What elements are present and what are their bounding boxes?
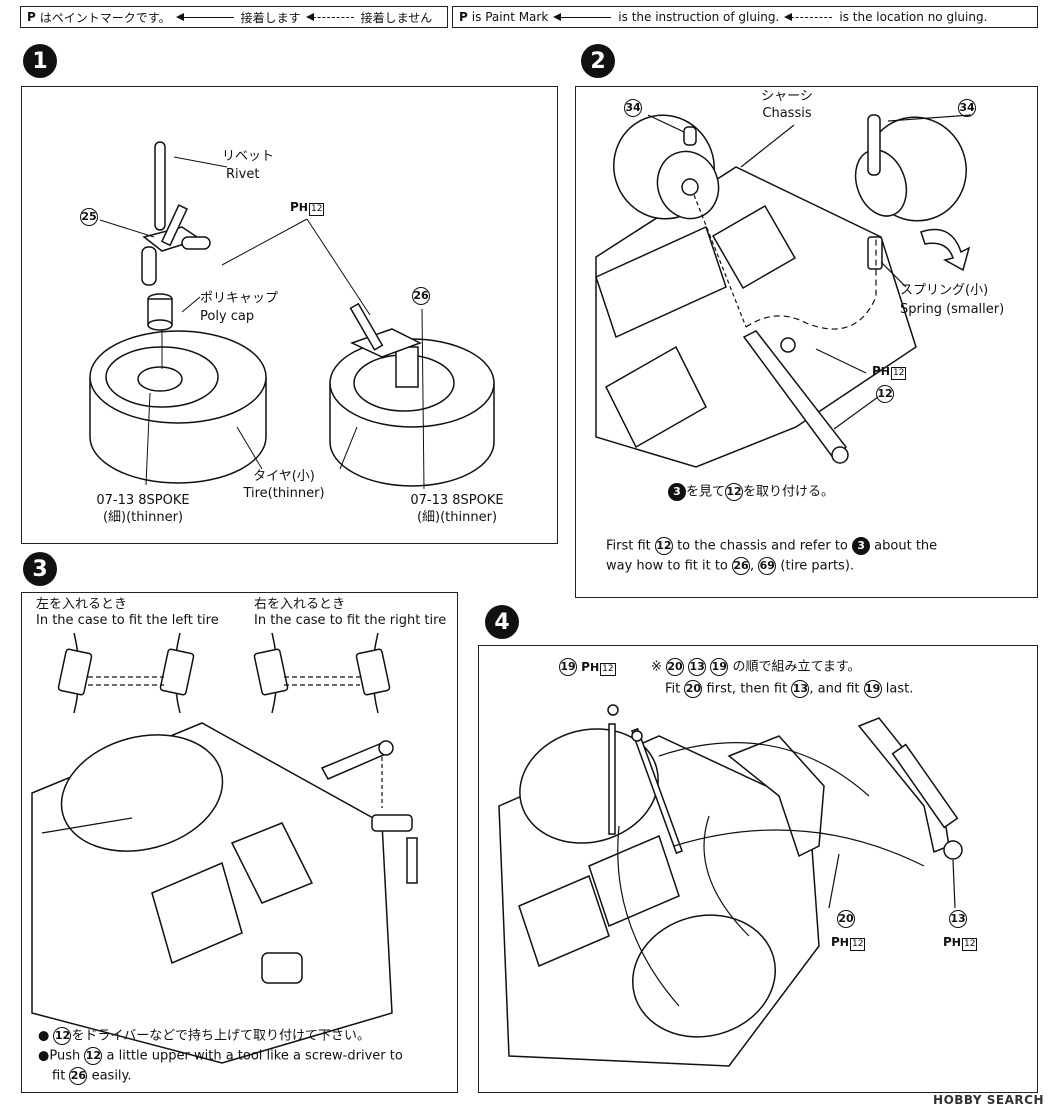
wheel-right-label-2: (細)(thinner)	[416, 510, 498, 525]
part-13-callout: 13	[949, 910, 967, 928]
right-case-en: In the case to fit the right tire	[254, 613, 447, 628]
watermark: HOBBY SEARCH	[933, 1093, 1044, 1107]
tire-label-jp: タイヤ(小)	[253, 469, 315, 484]
step-3-panel: 左を入れるとき In the case to fit the left tire…	[21, 592, 458, 1093]
no-glue-arrow-icon	[784, 12, 833, 21]
step-4-badge: 4	[485, 605, 519, 639]
legend-english: P is Paint Mark is the instruction of gl…	[452, 6, 1038, 28]
step-2-illustration	[595, 114, 972, 468]
glue-arrow-icon	[175, 12, 234, 21]
step-4-note-jp: ※ 20 13 19 の順で組み立てます。	[651, 658, 861, 676]
legend-gluing-text: is the instruction of gluing.	[618, 10, 780, 24]
step-2-panel: 34 34 シャーシ Chassis スプリング(小) Spring (smal…	[575, 86, 1038, 598]
paint-mark-icon: P	[27, 10, 36, 24]
chassis-label-en: Chassis	[762, 106, 812, 121]
step-1-badge: 1	[23, 44, 57, 78]
right-case-jp: 右を入れるとき	[254, 597, 346, 612]
rivet-label-jp: リベット	[222, 149, 275, 164]
legend-paint-mark-text: is Paint Mark	[471, 10, 549, 24]
rivet-label-en: Rivet	[226, 167, 260, 182]
legend-no-gluing-text: is the location no gluing.	[839, 10, 988, 24]
step-3-bullet-en-line1: ●Push 12 a little upper with a tool like…	[38, 1047, 403, 1065]
step-2-badge: 2	[581, 44, 615, 78]
wheel-left-label-1: 07-13 8SPOKE	[96, 493, 190, 508]
legend-paint-mark-text: はペイントマークです。	[39, 10, 171, 25]
paint-mark-icon: P	[459, 10, 468, 24]
legend-no-gluing-text: 接着しません	[360, 10, 433, 25]
step-3-badge: 3	[23, 552, 57, 586]
left-case-en: In the case to fit the left tire	[36, 613, 219, 628]
part-12-callout: 12	[876, 385, 894, 403]
legend-japanese: P はペイントマークです。 接着します 接着しません	[20, 6, 448, 28]
part-25-callout: 25	[80, 208, 98, 226]
spring-label-en: Spring (smaller)	[900, 302, 1005, 317]
glue-arrow-icon	[553, 12, 612, 21]
left-case-jp: 左を入れるとき	[36, 597, 128, 612]
step-3-illustration	[31, 632, 418, 1064]
step-4-illustration	[498, 704, 963, 1067]
step-4-note-en: Fit 20 first, then fit 13, and fit 19 la…	[665, 680, 914, 698]
part-26-callout: 26	[412, 287, 430, 305]
legend-gluing-text: 接着します	[240, 10, 301, 25]
no-glue-arrow-icon	[305, 12, 354, 21]
part-20-callout: 20	[837, 910, 855, 928]
step-2-note-en-line2: way how to fit it to 26, 69 (tire parts)…	[606, 557, 855, 575]
tire-label-en: Tire(thinner)	[243, 486, 325, 501]
polycap-label-jp: ポリキャップ	[200, 291, 279, 306]
step-3-bullet-jp: ● 12をドライバーなどで持ち上げて取り付けて下さい。	[38, 1027, 370, 1045]
step-3-bullet-en-line2: fit 26 easily.	[52, 1067, 132, 1085]
wheel-left-label-2: (細)(thinner)	[102, 510, 184, 525]
polycap-label-en: Poly cap	[200, 309, 255, 324]
spring-label-jp: スプリング(小)	[900, 283, 989, 298]
step-2-note-en-line1: First fit 12 to the chassis and refer to…	[606, 537, 938, 555]
part-34b-callout: 34	[958, 99, 976, 117]
wheel-right-label-1: 07-13 8SPOKE	[410, 493, 504, 508]
step-1-illustration	[89, 141, 495, 490]
chassis-label-jp: シャーシ	[761, 89, 813, 104]
part-34a-callout: 34	[624, 99, 642, 117]
